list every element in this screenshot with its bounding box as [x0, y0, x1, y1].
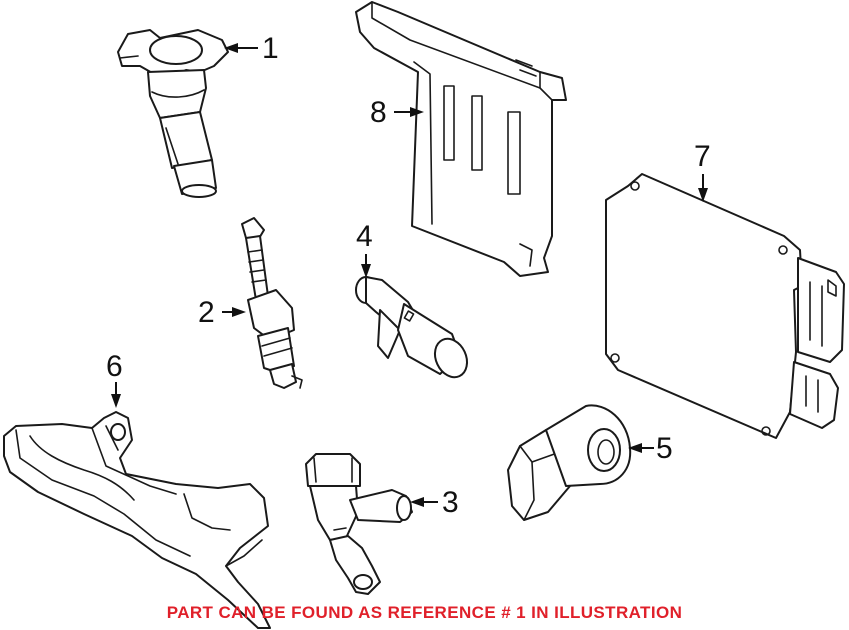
- callout-2: 2: [198, 296, 215, 329]
- callout-8-leader: [394, 107, 424, 117]
- callout-2-leader: [222, 307, 246, 317]
- camshaft-sensor-icon[interactable]: [305, 453, 413, 595]
- callout-6-leader: [111, 382, 121, 408]
- knock-sensor-icon[interactable]: [507, 404, 632, 521]
- callout-1-leader: [224, 43, 258, 53]
- callout-4: 4: [356, 220, 373, 253]
- callout-3-leader: [410, 497, 438, 507]
- callout-1: 1: [262, 32, 279, 65]
- callout-8: 8: [370, 96, 387, 129]
- ecu-module-icon[interactable]: [605, 173, 845, 439]
- ignition-coil-icon[interactable]: [117, 29, 229, 198]
- reference-notice: PART CAN BE FOUND AS REFERENCE # 1 IN IL…: [166, 603, 683, 622]
- callout-3: 3: [442, 486, 459, 519]
- callout-5: 5: [656, 432, 673, 465]
- callout-5-leader: [628, 443, 654, 453]
- callout-6: 6: [106, 350, 123, 383]
- spark-plug-icon[interactable]: [241, 217, 303, 389]
- crankshaft-sensor-icon[interactable]: [355, 276, 473, 382]
- callout-7: 7: [694, 140, 711, 173]
- callout-7-leader: [698, 174, 708, 202]
- bracket-icon[interactable]: [3, 411, 271, 629]
- ecu-bracket-icon[interactable]: [355, 1, 567, 277]
- callout-4-leader: [361, 254, 371, 278]
